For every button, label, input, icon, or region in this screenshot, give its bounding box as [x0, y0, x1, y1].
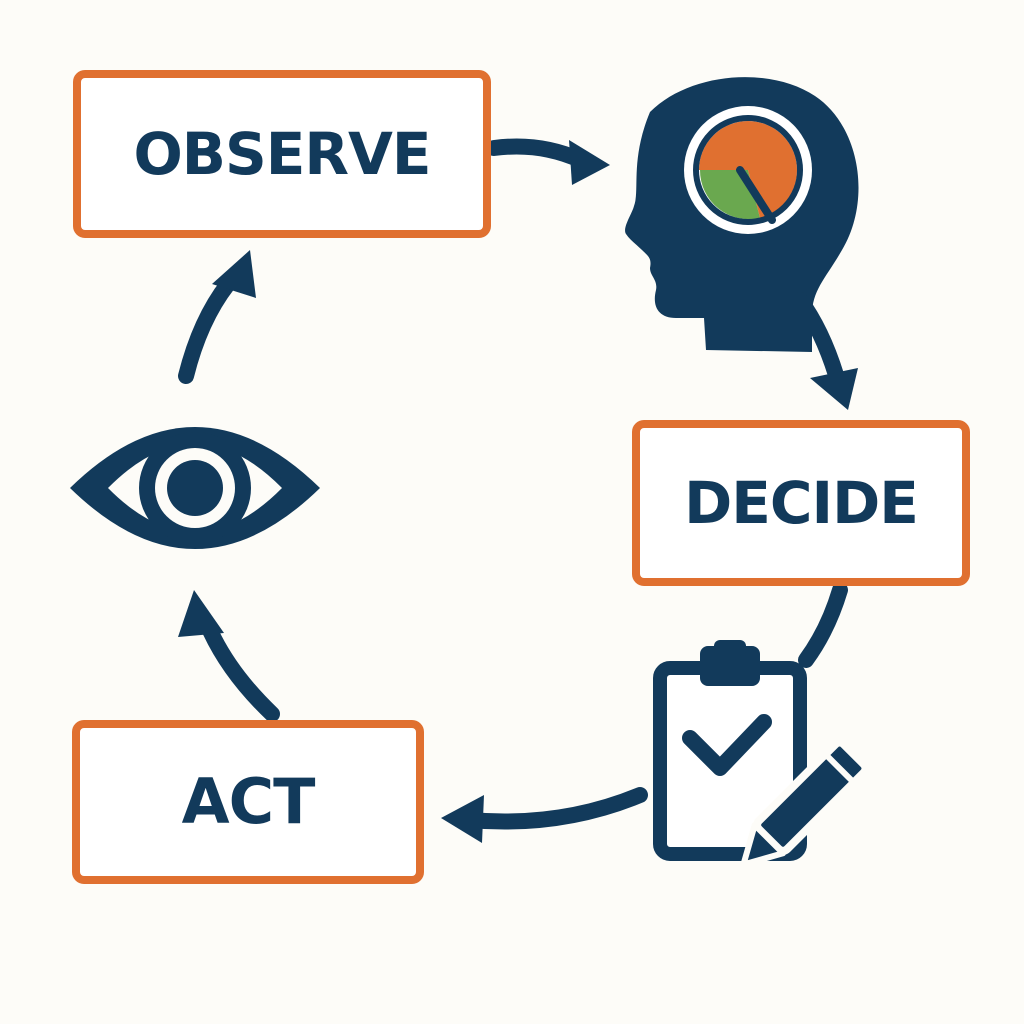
observe-stage-label: OBSERVE — [133, 120, 431, 188]
head-with-gauge-icon — [625, 77, 859, 352]
act-stage-label: ACT — [181, 765, 316, 838]
arrow-observe-to-think — [486, 138, 610, 185]
arrow-plan-to-act — [441, 787, 648, 843]
decide-stage-box: DECIDE — [632, 420, 970, 586]
decide-stage-label: DECIDE — [684, 469, 919, 537]
arrow-think-to-decide — [792, 292, 858, 410]
arrow-decide-to-plan — [798, 582, 848, 668]
arrow-see-to-observe — [178, 250, 256, 384]
clipboard-check-pencil-icon — [653, 640, 870, 868]
arrow-act-to-see — [178, 590, 280, 722]
act-stage-box: ACT — [72, 720, 424, 884]
observe-stage-box: OBSERVE — [73, 70, 491, 238]
eye-icon — [70, 427, 320, 549]
